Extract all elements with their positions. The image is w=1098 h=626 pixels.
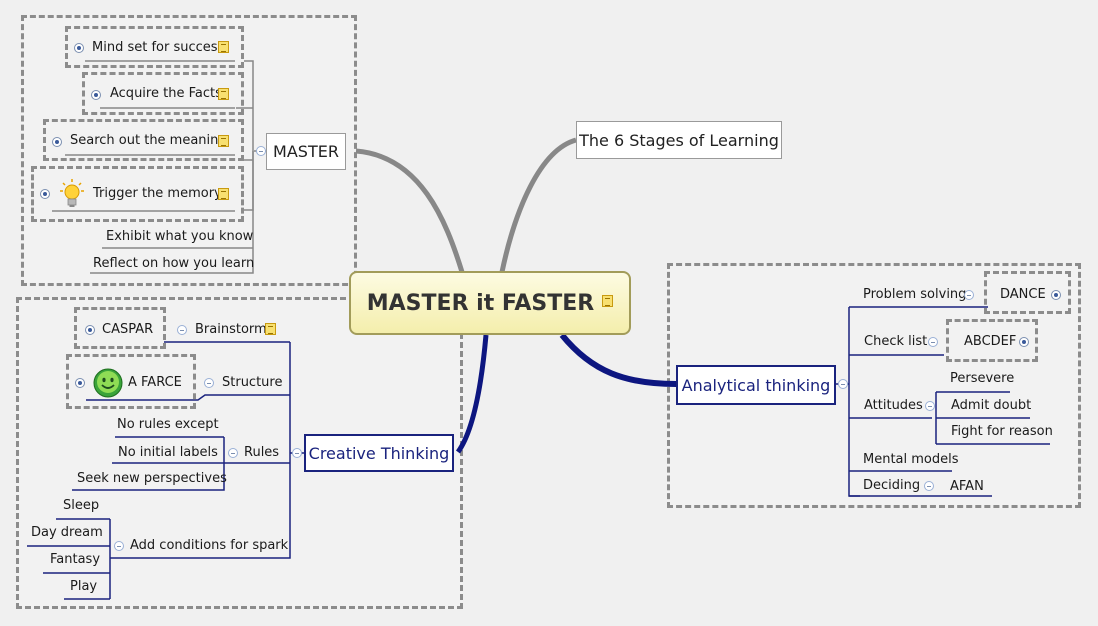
subtopic-problem-solving[interactable]: Problem solving [863, 287, 967, 302]
subtopic-afan[interactable]: AFAN [950, 479, 984, 494]
connector-master [355, 148, 465, 273]
sub-boundary-mindset [65, 26, 244, 68]
subtopic-abcdef[interactable]: ABCDEF [964, 334, 1017, 349]
expand-icon[interactable] [85, 325, 95, 335]
subtopic-add-conditions[interactable]: Add conditions for spark [130, 538, 289, 553]
subtopic-mindset[interactable]: Mind set for success [92, 40, 225, 55]
sub-boundary-acquire [82, 72, 244, 115]
collapse-icon[interactable] [228, 448, 238, 458]
sub-boundary-trigger [31, 166, 244, 222]
note-icon[interactable] [602, 295, 614, 307]
note-icon[interactable] [218, 41, 229, 53]
note-icon[interactable] [218, 188, 229, 200]
subtopic-mental-models[interactable]: Mental models [863, 452, 959, 467]
subtopic-fight-for-reason[interactable]: Fight for reason [951, 424, 1053, 439]
subtopic-no-rules-except[interactable]: No rules except [117, 417, 219, 432]
collapse-icon[interactable] [838, 379, 848, 389]
topic-master[interactable]: MASTER [266, 133, 346, 170]
subtopic-day-dream[interactable]: Day dream [31, 525, 103, 540]
topic-six-stages[interactable]: The 6 Stages of Learning [576, 121, 782, 159]
collapse-icon[interactable] [177, 325, 187, 335]
note-icon[interactable] [218, 135, 229, 147]
subtopic-acquire[interactable]: Acquire the Facts [110, 86, 222, 101]
subtopic-admit-doubt[interactable]: Admit doubt [951, 398, 1032, 413]
subtopic-attitudes[interactable]: Attitudes [864, 398, 923, 413]
collapse-icon[interactable] [925, 401, 935, 411]
collapse-icon[interactable] [928, 337, 938, 347]
topic-creative-thinking-label: Creative Thinking [308, 443, 450, 463]
expand-icon[interactable] [52, 137, 62, 147]
connector-analytical [559, 333, 677, 387]
subtopic-dance[interactable]: DANCE [1000, 287, 1046, 302]
subtopic-rules[interactable]: Rules [244, 445, 280, 460]
subtopic-structure[interactable]: Structure [222, 375, 283, 390]
connector-six-stages [499, 137, 577, 273]
expand-icon[interactable] [1019, 337, 1029, 347]
collapse-icon[interactable] [292, 448, 302, 458]
subtopic-a-farce[interactable]: A FARCE [128, 375, 182, 390]
topic-creative-thinking[interactable]: Creative Thinking [304, 434, 454, 472]
expand-icon[interactable] [75, 378, 85, 388]
subtopic-persevere[interactable]: Persevere [950, 371, 1015, 386]
sub-boundary-search [43, 119, 244, 161]
sub-boundary-caspar [74, 307, 166, 349]
collapse-icon[interactable] [204, 378, 214, 388]
topic-analytical-thinking-label: Analytical thinking [681, 375, 831, 395]
subtopic-deciding[interactable]: Deciding [863, 478, 921, 493]
topic-six-stages-label: The 6 Stages of Learning [579, 130, 779, 150]
central-topic-label: MASTER it FASTER [366, 290, 595, 316]
expand-icon[interactable] [40, 189, 50, 199]
collapse-icon[interactable] [964, 290, 974, 300]
subtopic-fantasy[interactable]: Fantasy [50, 552, 101, 567]
subtopic-sleep[interactable]: Sleep [63, 498, 100, 513]
smiley-icon [93, 368, 123, 398]
subtopic-caspar[interactable]: CASPAR [102, 322, 154, 337]
subtopic-exhibit[interactable]: Exhibit what you know [106, 229, 254, 244]
subtopic-search[interactable]: Search out the meaning [70, 133, 227, 148]
subtopic-check-list[interactable]: Check list [864, 334, 928, 349]
collapse-icon[interactable] [924, 481, 934, 491]
sub-boundary-farce [66, 354, 196, 409]
subtopic-trigger[interactable]: Trigger the memory [93, 186, 222, 201]
note-icon[interactable] [218, 88, 229, 100]
note-icon[interactable] [265, 323, 276, 335]
lightbulb-icon [60, 179, 84, 207]
sub-boundary-dance [984, 271, 1071, 314]
connector-creative [455, 334, 489, 454]
expand-icon[interactable] [91, 90, 101, 100]
sub-boundary-abcdef [946, 319, 1038, 362]
collapse-icon[interactable] [114, 541, 124, 551]
subtopic-no-initial-labels[interactable]: No initial labels [118, 445, 218, 460]
expand-icon[interactable] [1051, 290, 1061, 300]
subtopic-reflect[interactable]: Reflect on how you learn [93, 256, 255, 271]
expand-icon[interactable] [74, 43, 84, 53]
topic-analytical-thinking[interactable]: Analytical thinking [676, 365, 836, 405]
central-topic[interactable]: MASTER it FASTER [349, 271, 631, 335]
subtopic-seek-new-perspectives[interactable]: Seek new perspectives [77, 471, 227, 486]
topic-master-label: MASTER [273, 142, 339, 161]
subtopic-play[interactable]: Play [70, 579, 98, 594]
collapse-icon[interactable] [256, 146, 266, 156]
subtopic-brainstorm[interactable]: Brainstorm [195, 322, 267, 337]
